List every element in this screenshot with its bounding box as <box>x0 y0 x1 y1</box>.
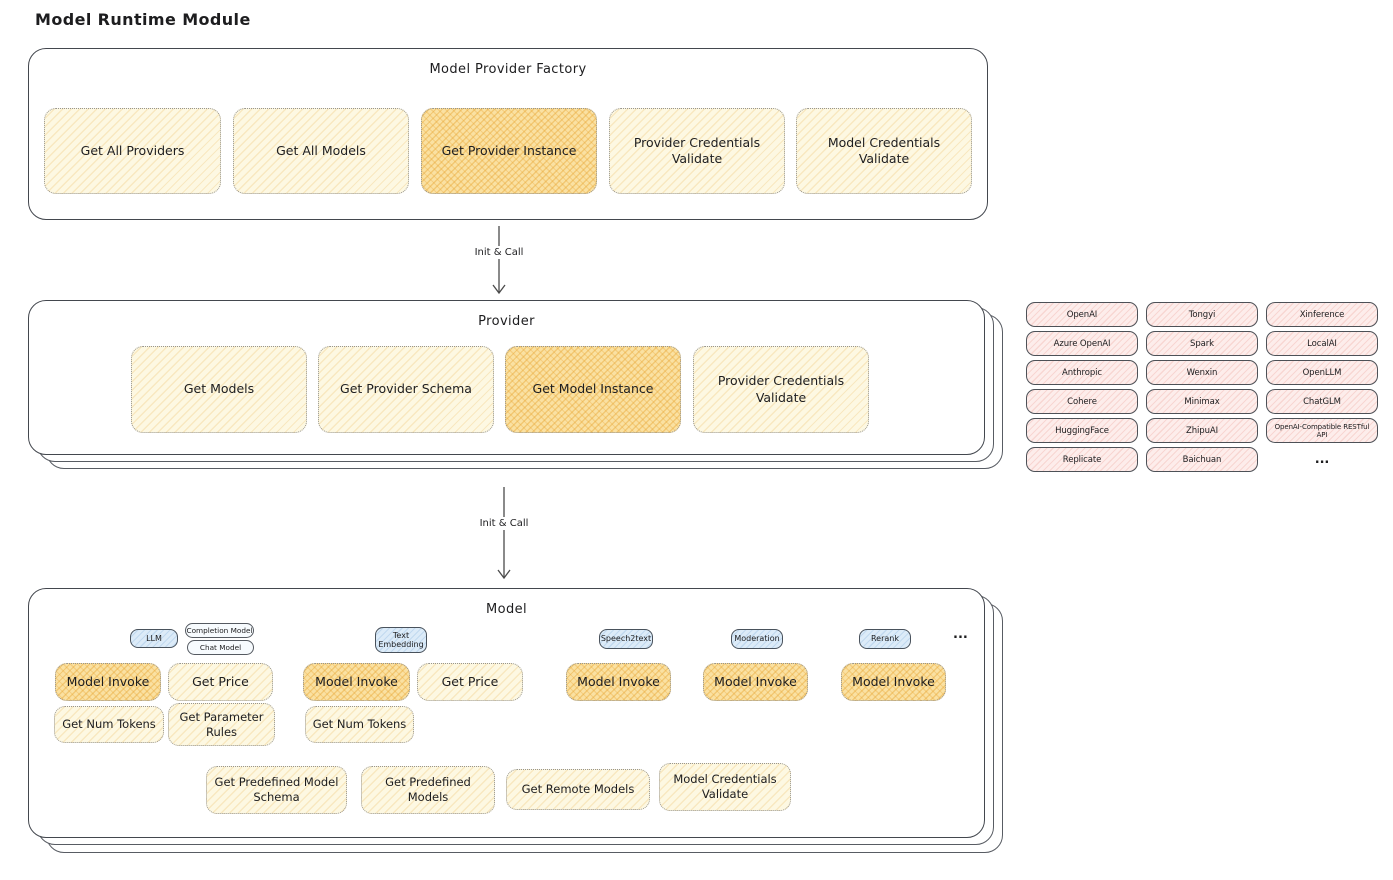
model-tab-completion-model[interactable]: Completion Model <box>185 623 254 638</box>
model-tab-moderation[interactable]: Moderation <box>731 629 783 649</box>
arrow-factory-to-provider: Init & Call <box>470 226 528 295</box>
model-tab-text-embedding[interactable]: Text Embedding <box>375 627 427 653</box>
model-node-get-parameter-rules[interactable]: Get Parameter Rules <box>168 703 275 746</box>
model-tab-llm[interactable]: LLM <box>130 629 178 648</box>
provider-node-get-models[interactable]: Get Models <box>131 346 307 433</box>
provider-chip-anthropic[interactable]: Anthropic <box>1026 360 1138 385</box>
factory-box[interactable]: Model Provider Factory Get All Providers… <box>28 48 988 220</box>
provider-chip-chatglm[interactable]: ChatGLM <box>1266 389 1378 414</box>
provider-chip-tongyi[interactable]: Tongyi <box>1146 302 1258 327</box>
provider-chip-openai[interactable]: OpenAI <box>1026 302 1138 327</box>
model-node-model-invoke[interactable]: Model Invoke <box>841 663 946 701</box>
model-node-model-invoke[interactable]: Model Invoke <box>566 663 671 701</box>
provider-chip-zhipuai[interactable]: ZhipuAI <box>1146 418 1258 443</box>
arrow-down-icon <box>492 226 506 295</box>
provider-chip-azure-openai[interactable]: Azure OpenAI <box>1026 331 1138 356</box>
model-node-get-price[interactable]: Get Price <box>168 663 273 701</box>
provider-box-title: Provider <box>478 314 535 329</box>
provider-chip-replicate[interactable]: Replicate <box>1026 447 1138 472</box>
model-node-get-num-tokens[interactable]: Get Num Tokens <box>54 706 164 743</box>
model-box-title: Model <box>485 602 528 617</box>
model-tab-chat-model[interactable]: Chat Model <box>187 640 254 655</box>
arrow-provider-to-model: Init & Call <box>475 487 533 580</box>
factory-node-get-provider-instance[interactable]: Get Provider Instance <box>421 108 597 194</box>
factory-node-get-all-models[interactable]: Get All Models <box>233 108 409 194</box>
model-tab-rerank[interactable]: Rerank <box>859 629 911 649</box>
factory-box-title: Model Provider Factory <box>429 62 587 77</box>
provider-chip-dots: ... <box>1314 452 1330 467</box>
model-node-model-invoke[interactable]: Model Invoke <box>303 663 410 701</box>
provider-chip-cohere[interactable]: Cohere <box>1026 389 1138 414</box>
provider-node-provider-credentials-validate[interactable]: Provider Credentials Validate <box>693 346 869 433</box>
provider-chip-baichuan[interactable]: Baichuan <box>1146 447 1258 472</box>
model-node-get-num-tokens[interactable]: Get Num Tokens <box>305 706 414 743</box>
model-node-model-invoke[interactable]: Model Invoke <box>703 663 808 701</box>
provider-chip-openllm[interactable]: OpenLLM <box>1266 360 1378 385</box>
arrow-label-init-call-2: Init & Call <box>475 517 533 530</box>
diagram-title: Model Runtime Module <box>35 10 251 29</box>
provider-chip-minimax[interactable]: Minimax <box>1146 389 1258 414</box>
model-node-get-predefined-models[interactable]: Get Predefined Models <box>361 766 495 814</box>
model-tab-speech2text[interactable]: Speech2text <box>599 629 653 649</box>
provider-node-get-model-instance[interactable]: Get Model Instance <box>505 346 681 433</box>
provider-node-get-provider-schema[interactable]: Get Provider Schema <box>318 346 494 433</box>
factory-node-provider-credentials-validate[interactable]: Provider Credentials Validate <box>609 108 785 194</box>
provider-chip-localai[interactable]: LocalAI <box>1266 331 1378 356</box>
arrow-down-icon <box>497 487 511 580</box>
provider-chip-openai-compatible-restful-api[interactable]: OpenAI-Compatible RESTful API <box>1266 418 1378 443</box>
model-tab-dots: ... <box>953 627 968 642</box>
model-node-model-credentials-validate[interactable]: Model Credentials Validate <box>659 763 791 811</box>
factory-node-model-credentials-validate[interactable]: Model Credentials Validate <box>796 108 972 194</box>
arrow-label-init-call-1: Init & Call <box>470 246 528 259</box>
model-node-get-predefined-model-schema[interactable]: Get Predefined Model Schema <box>206 766 347 814</box>
model-node-model-invoke[interactable]: Model Invoke <box>55 663 161 701</box>
model-node-get-price[interactable]: Get Price <box>417 663 523 701</box>
provider-chip-spark[interactable]: Spark <box>1146 331 1258 356</box>
factory-node-get-all-providers[interactable]: Get All Providers <box>44 108 221 194</box>
model-node-get-remote-models[interactable]: Get Remote Models <box>506 769 650 810</box>
provider-chip-xinference[interactable]: Xinference <box>1266 302 1378 327</box>
provider-chip-wenxin[interactable]: Wenxin <box>1146 360 1258 385</box>
provider-chip-huggingface[interactable]: HuggingFace <box>1026 418 1138 443</box>
